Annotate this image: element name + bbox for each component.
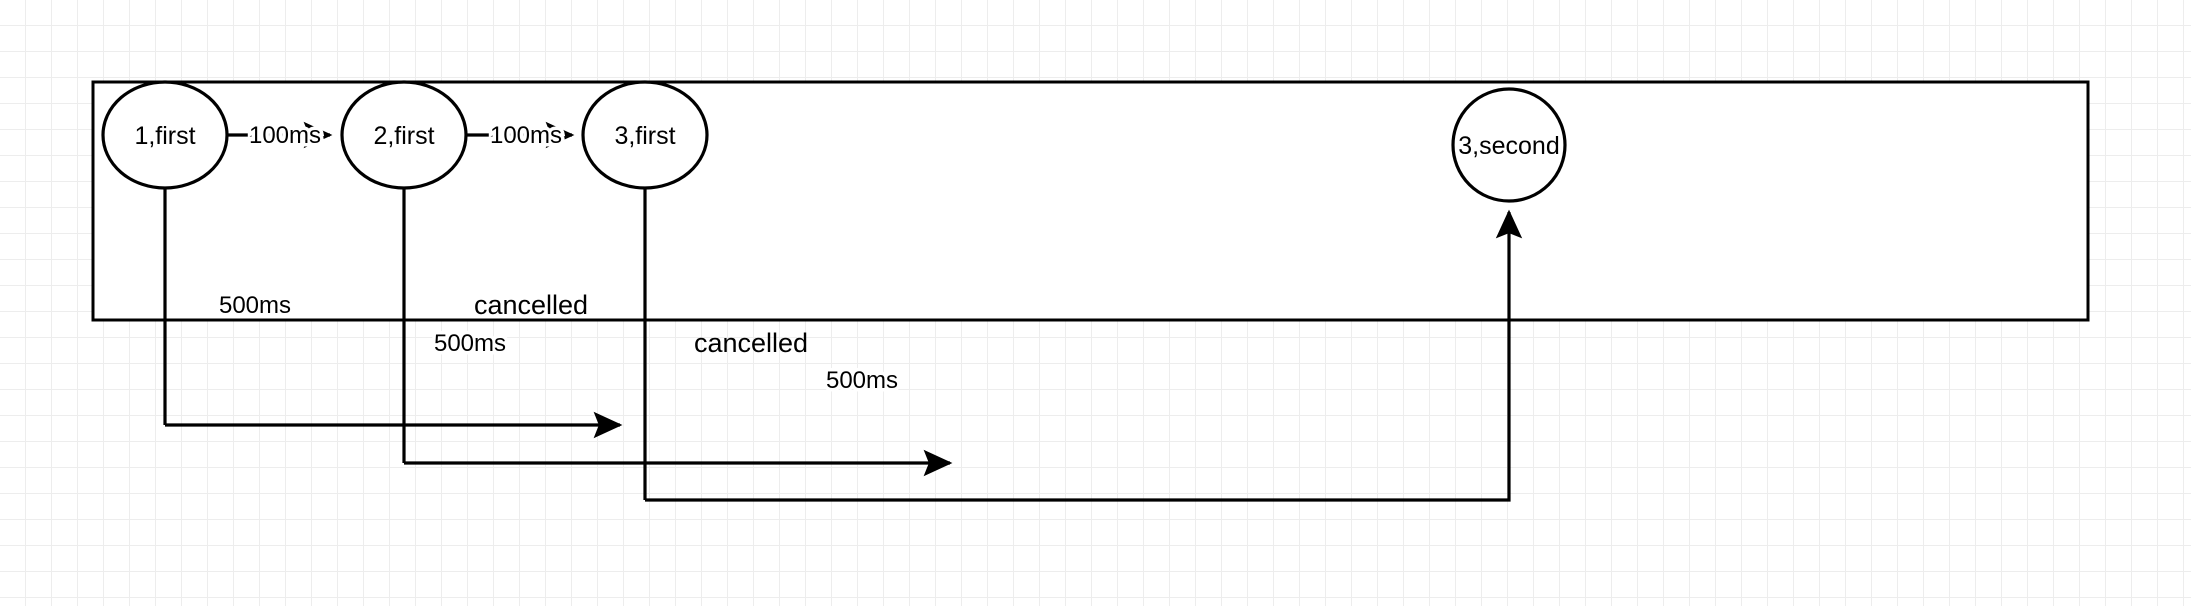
edge-label-text: 500ms (434, 330, 506, 357)
node-label: 2,first (373, 122, 434, 150)
edge-n3-n4 (645, 209, 1523, 502)
edge-label-text: 500ms (219, 292, 291, 319)
node-shape (340, 80, 468, 190)
edge-label-100ms-1: 100ms 100ms (245, 119, 324, 153)
edge-label-text: 100ms (249, 122, 321, 149)
node-2-first[interactable]: 2,first (340, 80, 468, 190)
node-label: 3,second (1458, 132, 1559, 160)
edge-label-500ms-3: 500ms 500ms (822, 364, 901, 398)
edge-label-500ms-1: 500ms 500ms (215, 289, 294, 323)
node-label: 1,first (134, 122, 195, 150)
edge-label-text: 100ms (490, 122, 562, 149)
node-shape (101, 80, 229, 190)
node-shape (581, 80, 709, 190)
node-1-first[interactable]: 1,first (101, 80, 229, 190)
node-3-second[interactable]: 3,second (1451, 87, 1567, 203)
edge-label-halo: 100ms (490, 122, 562, 149)
edge-label-text: 500ms (826, 367, 898, 394)
node-label: 3,first (614, 122, 675, 150)
edge-label-halo: 100ms (249, 122, 321, 149)
edge-label-500ms-2: 500ms 500ms (430, 327, 509, 361)
edge-label-halo: 500ms (219, 292, 291, 319)
node-3-first[interactable]: 3,first (581, 80, 709, 190)
terminal-label-cancelled-1: cancelled (474, 290, 588, 320)
terminal-label-cancelled-2: cancelled (694, 328, 808, 358)
edge-label-halo: 500ms (434, 330, 506, 357)
node-shape (1451, 87, 1567, 203)
edge-label-halo: 500ms (826, 367, 898, 394)
edge-label-100ms-2: 100ms 100ms (486, 119, 565, 153)
